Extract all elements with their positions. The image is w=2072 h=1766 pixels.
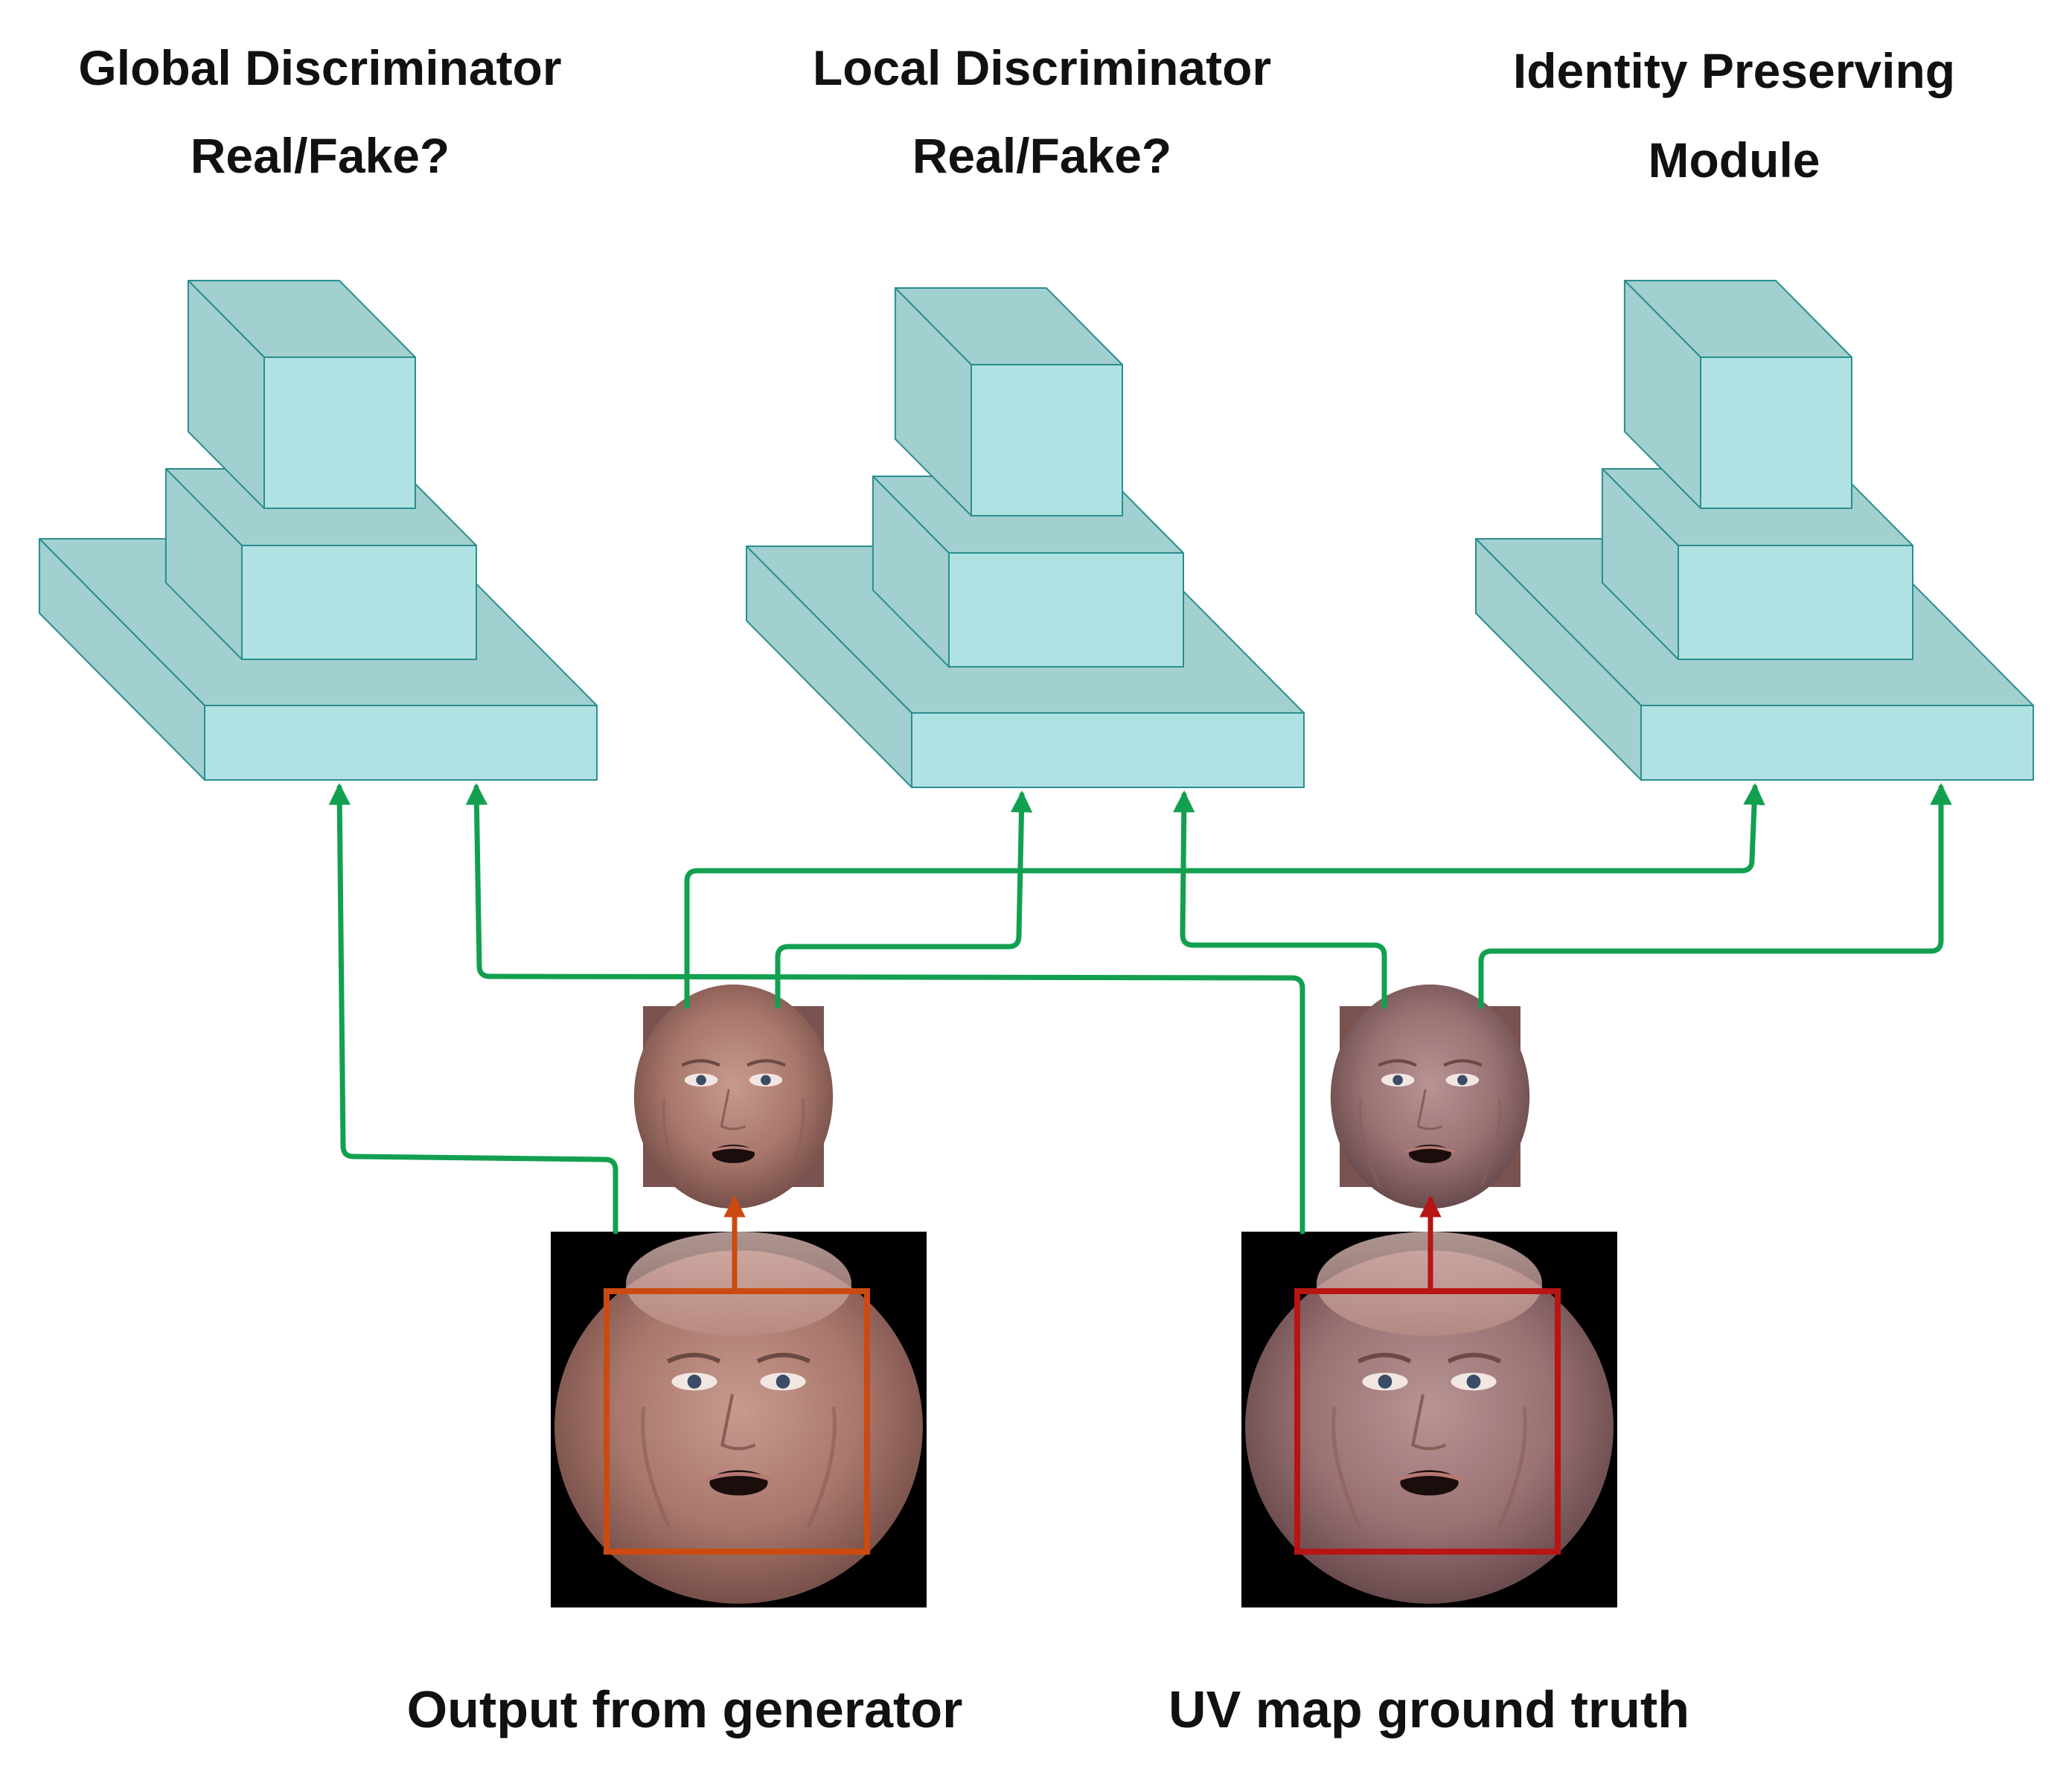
output-caption: Output from generator	[406, 1680, 963, 1738]
global-discriminator-title: Global Discriminator	[78, 40, 562, 95]
generator-output-crop	[633, 984, 834, 1209]
line-crop-output-to-identity	[684, 783, 1765, 1009]
block-top	[894, 287, 1123, 516]
ground-truth-caption: UV map ground truth	[1168, 1680, 1689, 1738]
line-ground-truth-to-global	[465, 783, 1305, 1235]
face-images	[551, 984, 1617, 1607]
local-discriminator-title: Local Discriminator	[812, 40, 1272, 95]
ground-truth-crop	[1330, 984, 1530, 1209]
identity-module-stack	[1475, 279, 2034, 781]
local-discriminator-subtitle: Real/Fake?	[912, 128, 1172, 183]
global-discriminator-stack	[39, 279, 598, 781]
line-output-to-global	[328, 783, 618, 1235]
line-crop-truth-to-local	[1173, 790, 1387, 1009]
line-crop-truth-to-identity	[1478, 783, 1952, 1009]
discriminator-blocks	[39, 279, 2034, 788]
global-discriminator-subtitle: Real/Fake?	[190, 128, 450, 183]
line-crop-output-to-local	[775, 790, 1033, 1009]
block-top	[1623, 279, 1852, 509]
identity-module-subtitle: Module	[1648, 132, 1820, 188]
generator-output-face	[551, 1232, 927, 1607]
identity-module-title: Identity Preserving	[1512, 43, 1956, 98]
connections	[328, 783, 1952, 1294]
block-middle	[872, 475, 1184, 668]
block-top	[187, 279, 416, 509]
local-discriminator-stack	[746, 287, 1305, 788]
